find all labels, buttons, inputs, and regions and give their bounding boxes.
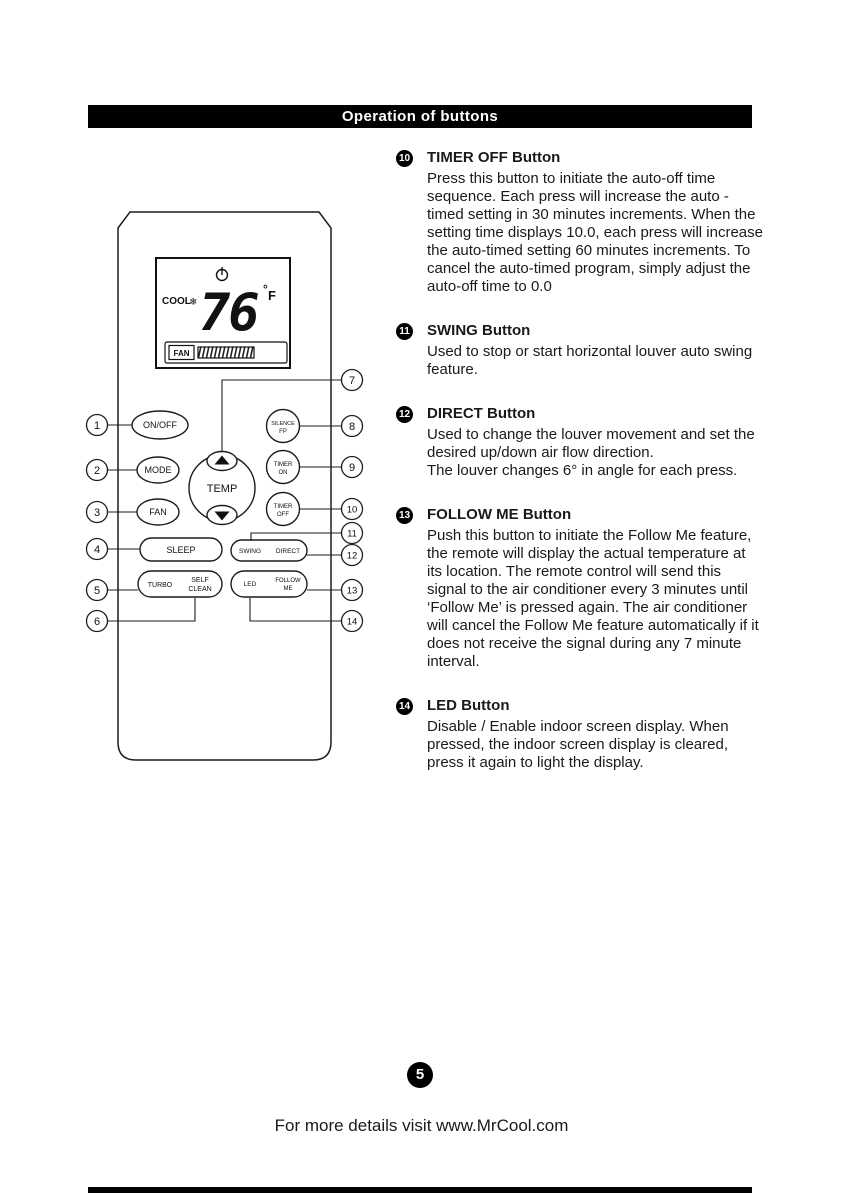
section-title: SWING Button xyxy=(427,322,531,339)
fan-level-bar xyxy=(197,346,255,359)
fan-button-label: FAN xyxy=(149,507,167,517)
temp-dial-label: TEMP xyxy=(207,483,238,495)
callout-11 xyxy=(340,521,364,545)
section-follow-me: 13 FOLLOW ME Button Push this button to … xyxy=(396,506,764,671)
callout-6 xyxy=(85,609,109,633)
display-mode-label: COOL xyxy=(162,296,191,307)
section-number: 10 xyxy=(398,153,411,164)
follow-button-label: FOLLOW xyxy=(275,578,301,584)
callout-9-number: 9 xyxy=(349,462,355,474)
section-number-badge: 10 xyxy=(396,150,413,167)
callout-12-number: 12 xyxy=(347,551,358,562)
section-title: LED Button xyxy=(427,697,510,714)
bottom-rule xyxy=(88,1187,752,1193)
turbo-button-label: TURBO xyxy=(148,582,173,589)
callout-11-number: 11 xyxy=(347,529,357,540)
page-number: 5 xyxy=(415,1066,425,1083)
section-title: DIRECT Button xyxy=(427,405,536,422)
button-descriptions: 10 TIMER OFF Button Press this button to… xyxy=(396,149,764,798)
section-number-badge: 14 xyxy=(396,698,413,715)
timer-off-button-label-1: TIMER xyxy=(274,504,293,510)
led-button-label: LED xyxy=(244,581,257,588)
swing-button-label: SWING xyxy=(239,548,261,555)
callout-3 xyxy=(85,500,109,524)
section-number-badge: 11 xyxy=(396,323,413,340)
section-body: Push this button to initiate the Follow … xyxy=(427,527,763,670)
onoff-button-label: ON/OFF xyxy=(143,420,177,430)
callout-lines xyxy=(107,379,342,622)
section-timer-off: 10 TIMER OFF Button Press this button to… xyxy=(396,149,764,296)
display-unit-label: F xyxy=(268,288,276,303)
callout-7 xyxy=(340,368,364,392)
callout-2-number: 2 xyxy=(94,465,100,477)
callout-13-number: 13 xyxy=(347,586,358,597)
section-swing: 11 SWING Button Used to stop or start ho… xyxy=(396,322,764,379)
remote-diagram-area: COOL ❄ 76 ° F FAN xyxy=(70,150,370,790)
callout-8-number: 8 xyxy=(349,421,355,433)
callout-9 xyxy=(340,455,364,479)
callout-1-number: 1 xyxy=(94,420,100,432)
section-body: Disable / Enable indoor screen display. … xyxy=(427,718,733,771)
callout-5-number: 5 xyxy=(94,585,100,597)
callout-14 xyxy=(340,609,364,633)
callout-10 xyxy=(340,497,364,521)
silence-button-label: SILENCE xyxy=(271,421,295,427)
footer-text: For more details visit www.MrCool.com xyxy=(274,1116,569,1135)
callout-6-number: 6 xyxy=(94,616,100,628)
section-title: TIMER OFF Button xyxy=(427,149,561,166)
clean-button-label: CLEAN xyxy=(188,586,211,593)
down-arrow-icon xyxy=(214,511,230,521)
self-button-label: SELF xyxy=(191,577,209,584)
timer-on-button-label-1: TIMER xyxy=(274,462,293,468)
section-body: Press this button to initiate the auto-o… xyxy=(427,170,768,295)
section-number: 13 xyxy=(398,510,411,521)
callout-8 xyxy=(340,414,364,438)
display-temp-value: 76 xyxy=(199,283,258,343)
section-body: Used to change the louver movement and s… xyxy=(427,426,755,479)
timer-on-button-label-2: ON xyxy=(279,470,288,476)
callout-2 xyxy=(85,458,109,482)
callout-14-number: 14 xyxy=(347,617,358,628)
section-direct: 12 DIRECT Button Used to change the louv… xyxy=(396,405,764,480)
page-number-badge: 5 xyxy=(407,1062,433,1088)
timer-off-button-label-2: OFF xyxy=(277,512,289,518)
fp-button-label: FP xyxy=(279,429,287,435)
display-degree-symbol: ° xyxy=(263,282,268,296)
section-number: 12 xyxy=(398,409,411,420)
swing-direct-button xyxy=(230,539,308,562)
section-led: 14 LED Button Disable / Enable indoor sc… xyxy=(396,697,764,772)
section-number-badge: 12 xyxy=(396,406,413,423)
section-number: 11 xyxy=(399,326,410,337)
power-indicator-icon xyxy=(215,267,229,282)
callout-5 xyxy=(85,578,109,602)
callout-10-number: 10 xyxy=(347,505,358,516)
direct-button-label: DIRECT xyxy=(276,548,300,555)
callout-7-number: 7 xyxy=(349,375,355,387)
section-header-title: Operation of buttons xyxy=(341,108,499,125)
section-number-badge: 13 xyxy=(396,507,413,524)
sleep-button-label: SLEEP xyxy=(166,545,195,555)
led-followme-button xyxy=(230,570,308,598)
section-title: FOLLOW ME Button xyxy=(427,506,572,523)
display-fan-label: FAN xyxy=(174,349,190,358)
callout-3-number: 3 xyxy=(94,507,100,519)
callout-1 xyxy=(85,413,109,437)
mode-button-label: MODE xyxy=(145,465,172,475)
me-button-label: ME xyxy=(284,586,293,592)
snowflake-icon: ❄ xyxy=(189,297,197,308)
callout-4 xyxy=(85,537,109,561)
remote-diagram: COOL ❄ 76 ° F FAN xyxy=(85,211,364,761)
section-number: 14 xyxy=(398,701,411,712)
up-arrow-icon xyxy=(214,455,230,465)
section-header-bar: Operation of buttons xyxy=(88,105,752,128)
callout-13 xyxy=(340,578,364,602)
turbo-selfclean-button xyxy=(137,570,223,598)
display-fan-row xyxy=(164,341,288,364)
callout-12 xyxy=(340,543,364,567)
callout-4-number: 4 xyxy=(94,544,100,556)
section-body: Used to stop or start horizontal louver … xyxy=(427,343,757,378)
